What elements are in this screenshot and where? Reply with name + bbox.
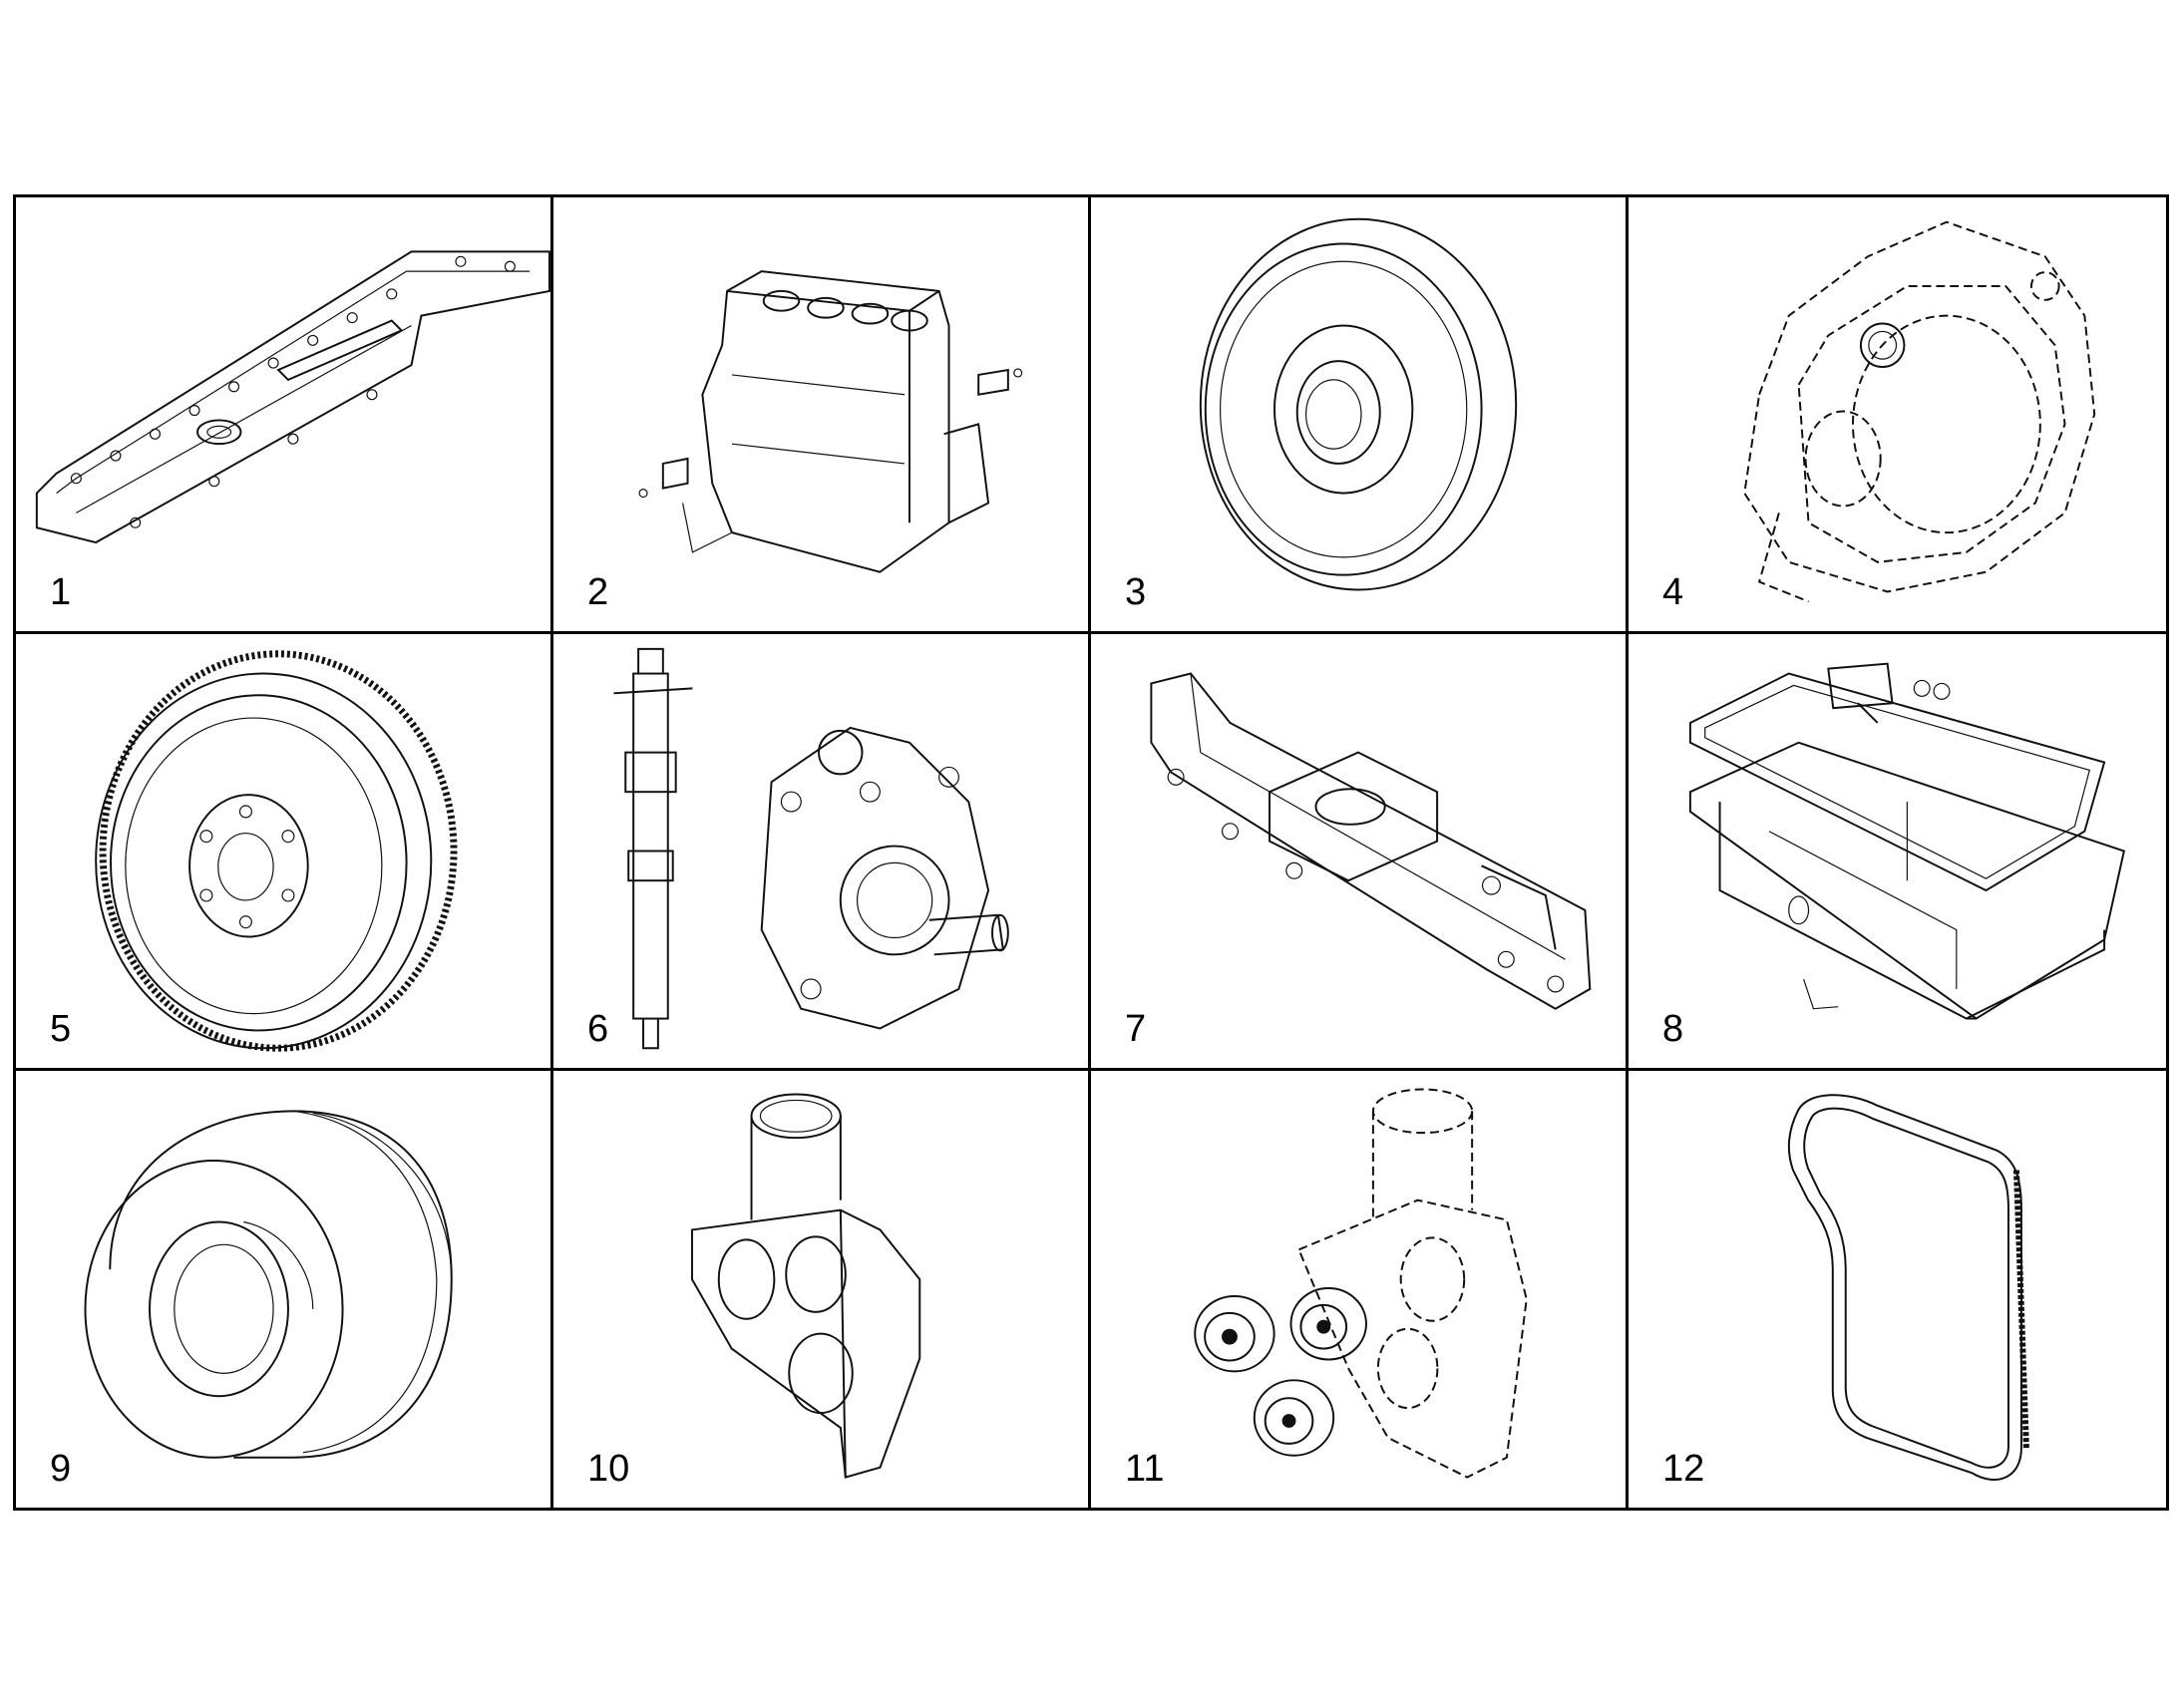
part-number: 11 (1125, 1448, 1165, 1490)
part-cell-3[interactable]: 3 (1091, 197, 1629, 634)
cylinder-block-icon (553, 197, 1088, 631)
exhaust-manifold-icon (1091, 634, 1626, 1068)
part-cell-9[interactable]: 9 (16, 1071, 553, 1508)
part-number: 1 (50, 571, 72, 613)
part-number: 10 (587, 1448, 630, 1490)
poly-v-belt-icon (1629, 1071, 2166, 1508)
part-cell-6[interactable]: 6 (553, 634, 1091, 1071)
flywheel-housing-icon (1629, 197, 2166, 631)
part-cell-11[interactable]: 11 (1091, 1071, 1629, 1508)
part-cell-5[interactable]: 5 (16, 634, 553, 1071)
part-number: 9 (50, 1448, 72, 1490)
crankshaft-pulley-icon (16, 1071, 550, 1508)
part-number: 6 (587, 1008, 609, 1050)
part-cell-7[interactable]: 7 (1091, 634, 1629, 1071)
part-number: 12 (1662, 1448, 1705, 1490)
parts-grid: 1 2 (13, 194, 2169, 1511)
injector-and-fuel-pump-icon (553, 634, 1088, 1068)
part-number: 5 (50, 1008, 72, 1050)
part-number: 4 (1662, 571, 1684, 613)
part-number: 8 (1662, 1008, 1684, 1050)
thermostat-housing-icon (1091, 1071, 1626, 1508)
part-number: 2 (587, 571, 609, 613)
part-number: 3 (1125, 571, 1147, 613)
rocker-cover-icon (16, 197, 550, 631)
part-cell-1[interactable]: 1 (16, 197, 553, 634)
part-cell-4[interactable]: 4 (1629, 197, 2166, 634)
flywheel-ring-gear-icon (16, 634, 550, 1068)
part-cell-8[interactable]: 8 (1629, 634, 2166, 1071)
part-cell-12[interactable]: 12 (1629, 1071, 2166, 1508)
part-number: 7 (1125, 1008, 1147, 1050)
oil-pan-icon (1629, 634, 2166, 1068)
part-cell-2[interactable]: 2 (553, 197, 1091, 634)
water-outlet-connection-icon (553, 1071, 1088, 1508)
vibration-damper-icon (1091, 197, 1626, 631)
part-cell-10[interactable]: 10 (553, 1071, 1091, 1508)
